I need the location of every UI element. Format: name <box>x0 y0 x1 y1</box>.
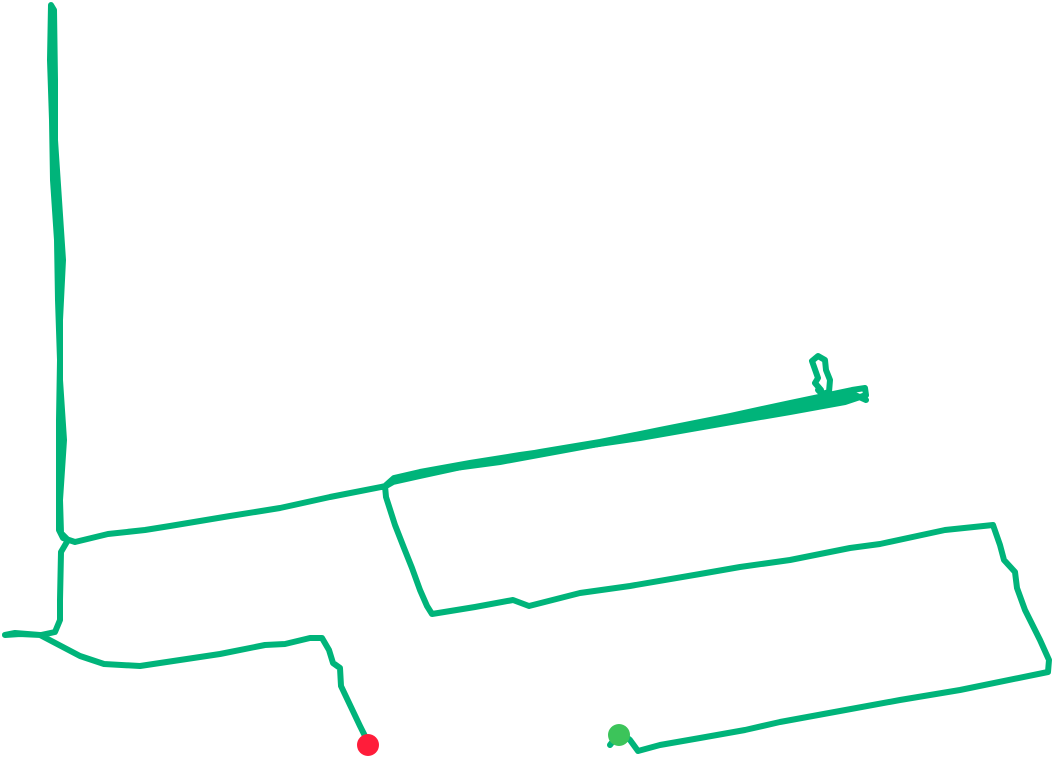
route-spur <box>809 353 833 397</box>
start-marker[interactable] <box>608 724 630 746</box>
route-overlap <box>393 392 869 483</box>
end-marker[interactable] <box>357 734 379 756</box>
